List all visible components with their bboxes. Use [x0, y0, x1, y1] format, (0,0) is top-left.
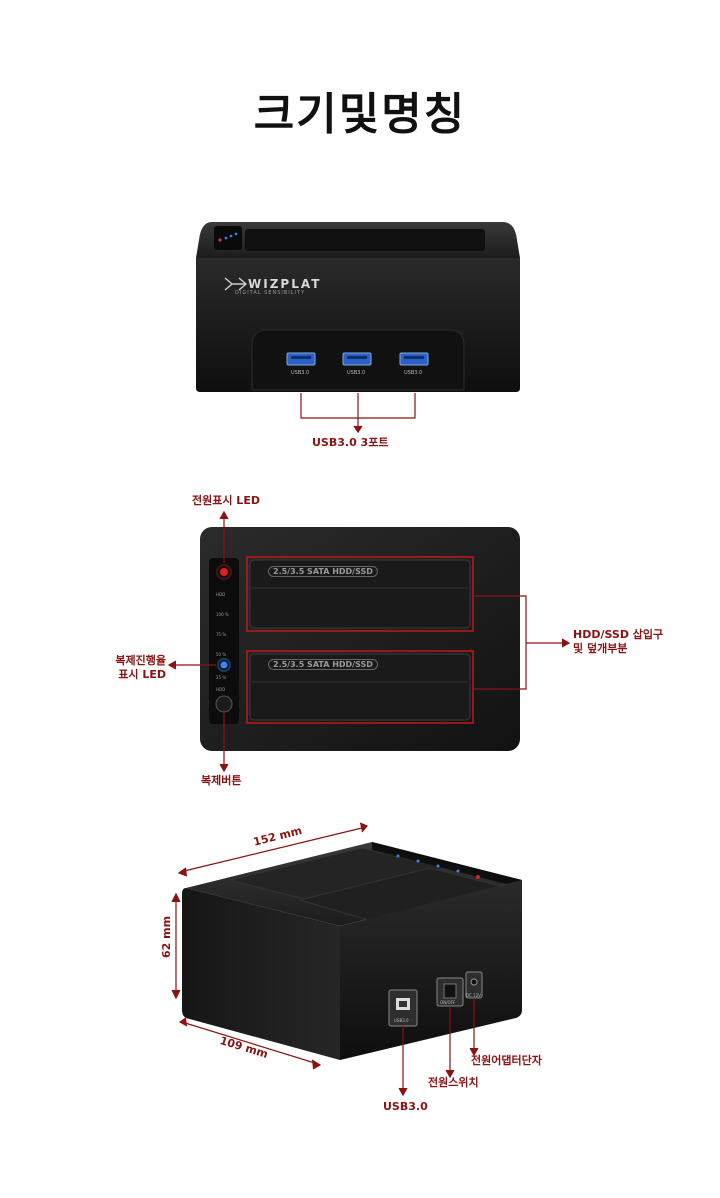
top-view-device: [200, 527, 520, 751]
usb-port-2: [342, 352, 372, 366]
wizplat-logo: [224, 277, 248, 291]
copy-button-callout: 복제버튼: [201, 774, 242, 787]
slot-highlights: [246, 556, 474, 724]
copy-led-callout-line-1: 복제진행율: [115, 654, 166, 667]
usb-port-3: [399, 352, 429, 366]
usb-panel-label: USB3.0: [394, 1018, 409, 1023]
led-text-50: 50 %: [216, 652, 227, 657]
slot-callout: HDD/SSD 삽입구 및 덮개부분: [573, 628, 663, 656]
page-title: 크기및명칭: [253, 89, 467, 140]
usb-port-label-1: USB3.0: [291, 370, 310, 376]
led-text-100: 100 %: [216, 612, 229, 617]
copy-led-callout-line-2: 표시 LED: [118, 668, 166, 681]
iso-callout-lines: [398, 998, 479, 1097]
front-view-device: [196, 222, 520, 392]
led-text-25: 25 %: [216, 675, 227, 680]
slot-label-1: 2.5/3.5 SATA HDD/SSD: [268, 566, 378, 577]
dc-panel-label: DC 12V: [466, 993, 481, 998]
switch-panel-label: ON/OFF: [440, 1000, 456, 1005]
usb-port-label-2: USB3.0: [347, 370, 366, 376]
usb-port-1: [286, 352, 316, 366]
usb-port-label-3: USB3.0: [404, 370, 423, 376]
brand-tagline: DIGITAL SENSIBILITY: [235, 290, 306, 296]
top-callout-lines: [167, 510, 571, 773]
slot-callout-line-2: 및 덮개부분: [573, 642, 628, 655]
slot-callout-line-1: HDD/SSD 삽입구: [573, 628, 664, 641]
brand-name: WIZPLAT: [248, 277, 322, 291]
led-text-hdd-1: HDD: [216, 592, 226, 597]
iso-view-device: [182, 842, 522, 1060]
height-dimension: 62 mm: [160, 915, 173, 958]
copy-led-callout: 복제진행율 표시 LED: [92, 654, 166, 682]
slot-label-2: 2.5/3.5 SATA HDD/SSD: [268, 659, 378, 670]
usb-ports-callout: USB3.0 3포트: [312, 436, 389, 449]
power-switch-callout: 전원스위치: [428, 1076, 479, 1089]
led-text-75: 75 %: [216, 632, 227, 637]
power-led-callout: 전원표시 LED: [192, 494, 260, 507]
led-text-hdd-2: HDD: [216, 687, 226, 692]
adapter-port-callout: 전원어댑터단자: [471, 1054, 542, 1067]
usb-callout-bracket: [300, 393, 416, 434]
usb-callout: USB3.0: [383, 1100, 428, 1113]
dimension-lines: [171, 822, 368, 1070]
